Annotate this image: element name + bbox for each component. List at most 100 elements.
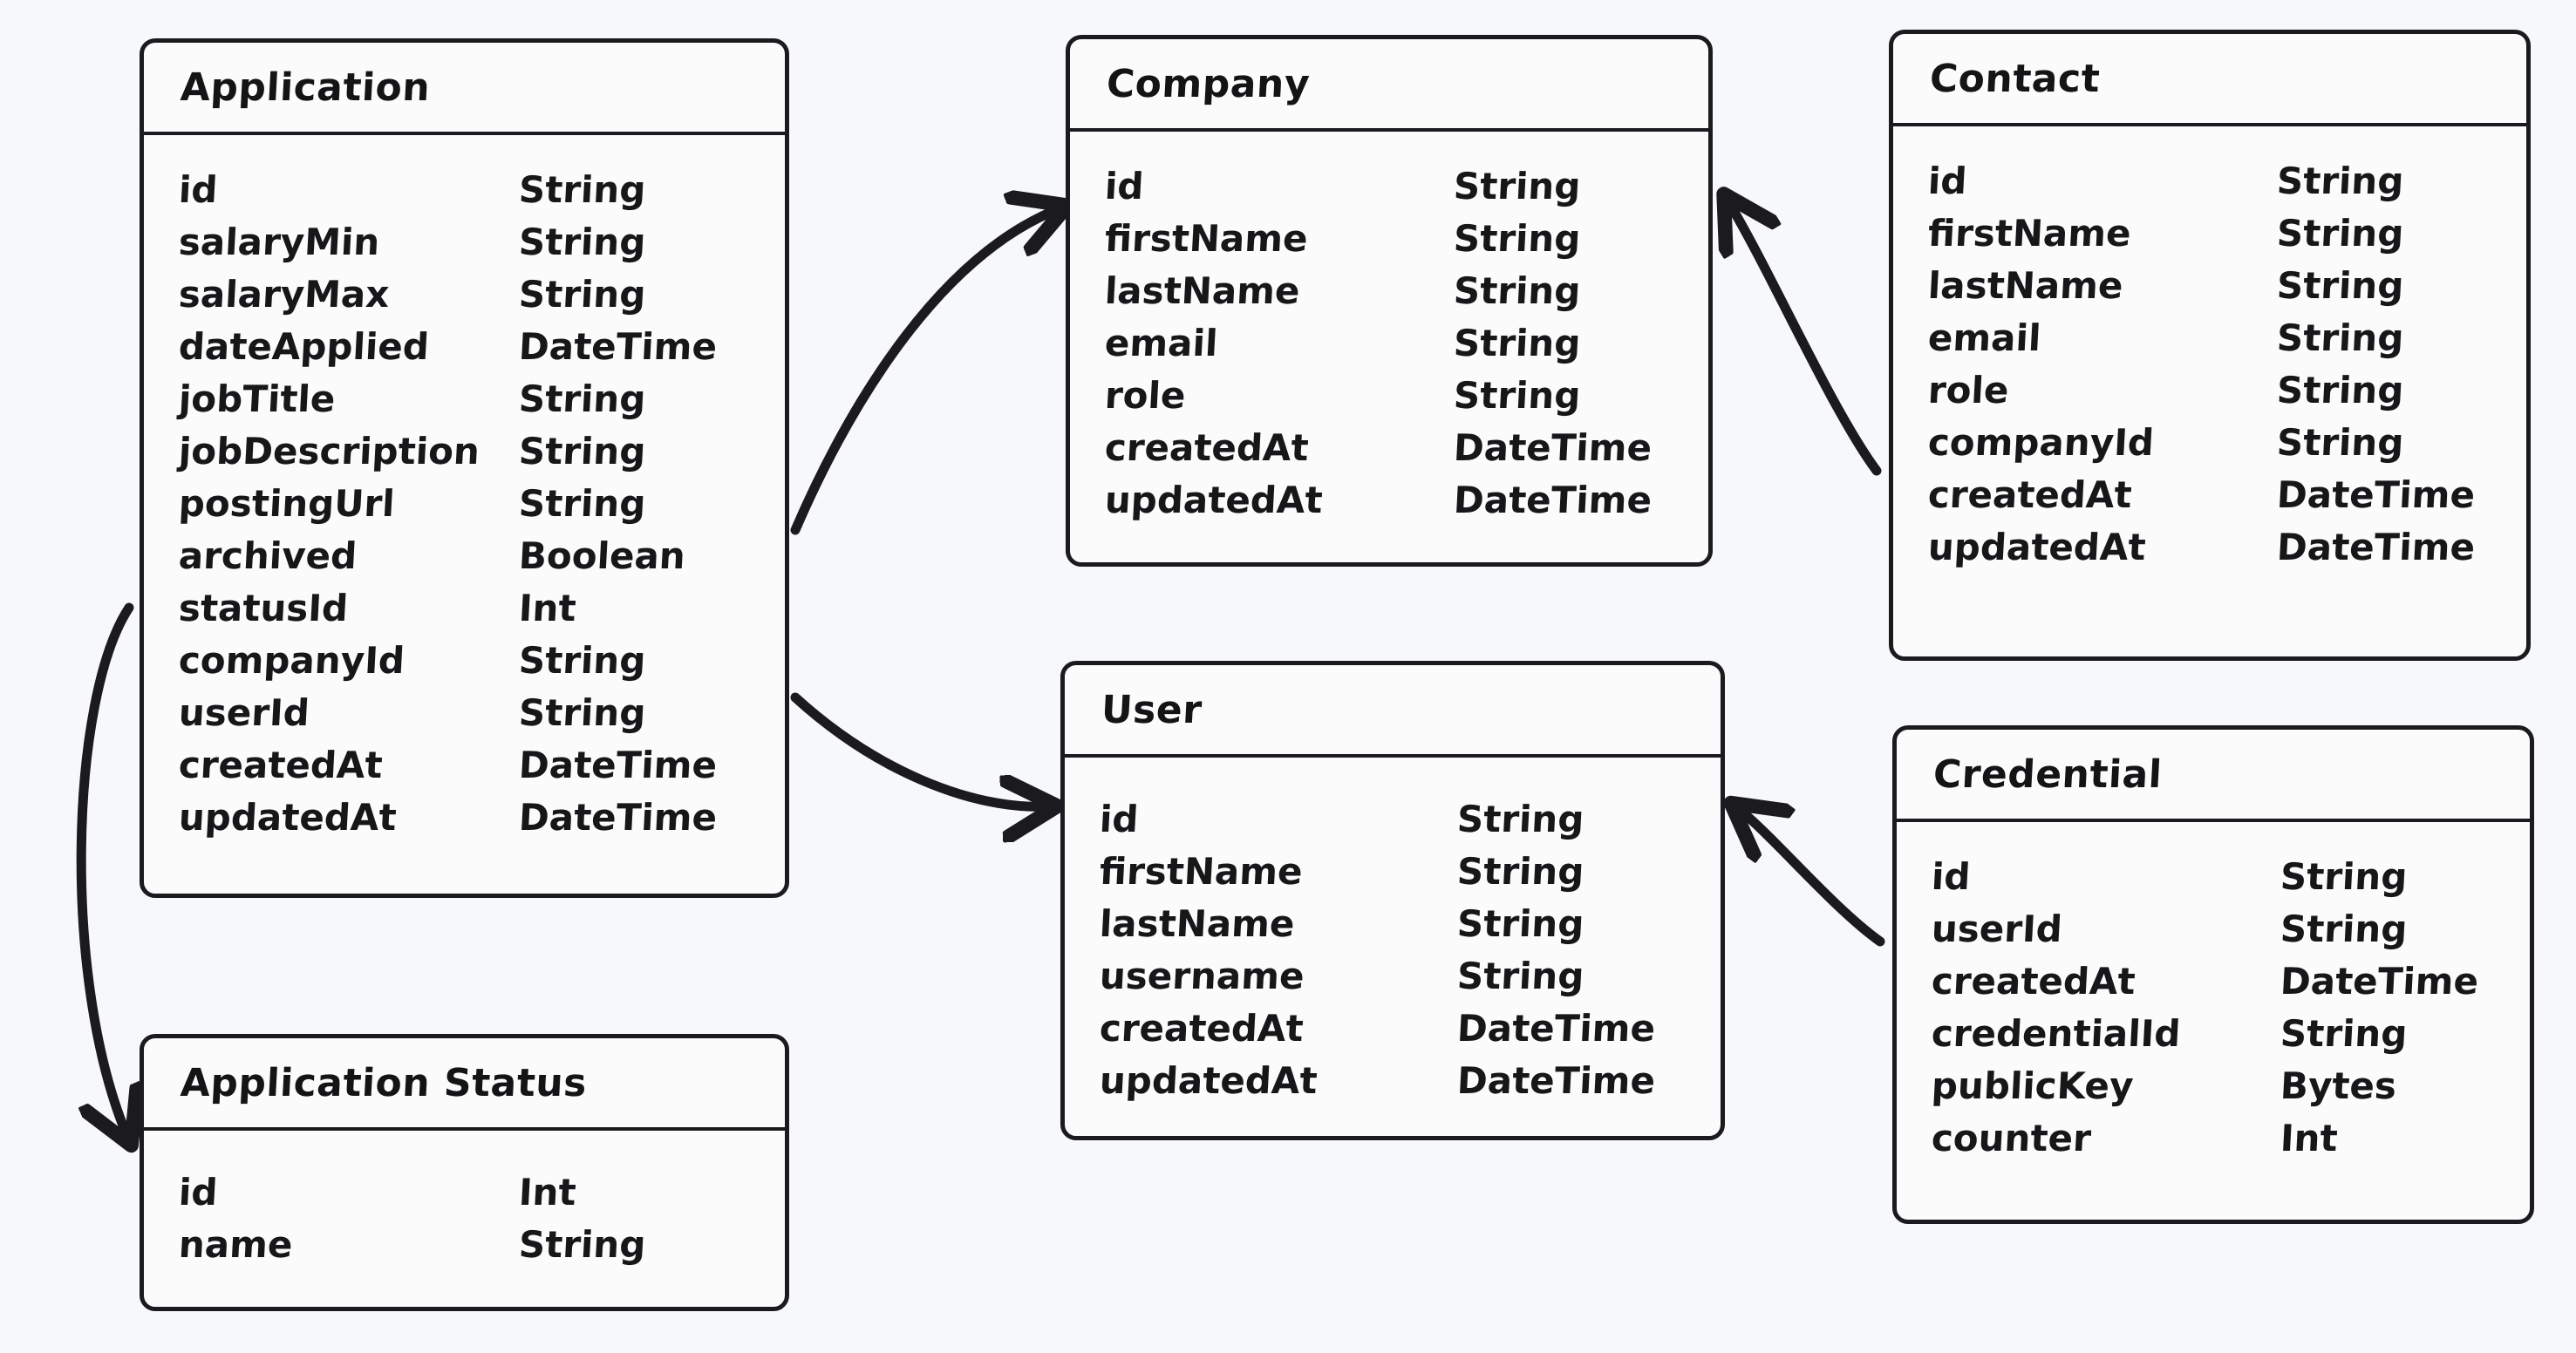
- field-type: String: [517, 221, 647, 263]
- field-type: String: [1455, 902, 1585, 945]
- field-row: id Int: [144, 1171, 785, 1223]
- field-type: String: [1452, 269, 1582, 312]
- field-row: salaryMax String: [144, 273, 785, 325]
- field-type: DateTime: [1455, 1007, 1657, 1050]
- field-row: credentialId String: [1897, 1012, 2530, 1064]
- field-name: publicKey: [1930, 1064, 2135, 1107]
- field-name: salaryMax: [177, 273, 391, 316]
- field-row: userId String: [144, 691, 785, 744]
- field-row: email String: [1070, 322, 1708, 374]
- field-name: postingUrl: [177, 482, 396, 525]
- field-type: String: [517, 430, 647, 473]
- field-name: counter: [1930, 1117, 2093, 1159]
- entity-company-fields: id String firstName String lastName Stri…: [1070, 132, 1708, 557]
- field-row: firstName String: [1893, 212, 2526, 264]
- field-row: id String: [144, 168, 785, 221]
- entity-contact-title: Contact: [1928, 56, 2102, 101]
- field-row: statusId Int: [144, 587, 785, 639]
- field-name: username: [1098, 955, 1305, 997]
- entity-contact-fields: id String firstName String lastName Stri…: [1893, 126, 2526, 604]
- field-name: firstName: [1103, 217, 1309, 260]
- field-type: String: [517, 482, 647, 525]
- field-name: companyId: [1926, 421, 2156, 464]
- field-row: jobTitle String: [144, 377, 785, 430]
- entity-company-header: Company: [1070, 39, 1708, 132]
- field-type: String: [2275, 369, 2405, 411]
- field-name: email: [1103, 322, 1219, 364]
- field-type: String: [1455, 955, 1585, 997]
- field-name: jobTitle: [177, 377, 337, 420]
- field-type: DateTime: [517, 796, 719, 839]
- field-name: firstName: [1098, 850, 1304, 893]
- entity-application-header: Application: [144, 43, 785, 135]
- entity-application-fields: id String salaryMin String salaryMax Str…: [144, 135, 785, 874]
- field-row: id String: [1070, 165, 1708, 217]
- entity-user-header: User: [1065, 665, 1721, 758]
- field-row: firstName String: [1065, 850, 1721, 902]
- field-row: dateApplied DateTime: [144, 325, 785, 377]
- field-row: salaryMin String: [144, 221, 785, 273]
- field-row: email String: [1893, 316, 2526, 369]
- field-row: updatedAt DateTime: [1893, 526, 2526, 578]
- entity-contact[interactable]: Contact id String firstName String lastN…: [1889, 30, 2531, 661]
- field-type: String: [1452, 165, 1582, 207]
- field-name: companyId: [177, 639, 406, 682]
- entity-application[interactable]: Application id String salaryMin String s…: [140, 38, 789, 898]
- field-row: archived Boolean: [144, 534, 785, 587]
- entity-company[interactable]: Company id String firstName String lastN…: [1066, 35, 1713, 567]
- arrow-application-to-user: [790, 692, 1052, 806]
- field-row: firstName String: [1070, 217, 1708, 269]
- entity-user[interactable]: User id String firstName String lastName…: [1060, 661, 1725, 1140]
- field-type: DateTime: [517, 325, 719, 368]
- field-name: jobDescription: [177, 430, 481, 473]
- field-row: id String: [1893, 160, 2526, 212]
- field-row: userId String: [1897, 908, 2530, 960]
- field-type: String: [517, 273, 647, 316]
- field-row: role String: [1070, 374, 1708, 426]
- field-name: email: [1926, 316, 2042, 359]
- entity-user-fields: id String firstName String lastName Stri…: [1065, 758, 1721, 1138]
- field-row: companyId String: [1893, 421, 2526, 473]
- field-row: id String: [1897, 855, 2530, 908]
- field-row: updatedAt DateTime: [1065, 1059, 1721, 1112]
- entity-application-status[interactable]: Application Status id Int name String: [140, 1034, 789, 1311]
- field-type: String: [2275, 264, 2405, 307]
- field-type: Int: [2279, 1117, 2339, 1159]
- field-type: DateTime: [1455, 1059, 1657, 1102]
- field-name: createdAt: [1098, 1007, 1305, 1050]
- field-name: createdAt: [1926, 473, 2133, 516]
- field-name: createdAt: [1930, 960, 2136, 1003]
- field-name: updatedAt: [177, 796, 398, 839]
- field-name: updatedAt: [1103, 479, 1324, 521]
- entity-application-status-header: Application Status: [144, 1038, 785, 1131]
- field-row: username String: [1065, 955, 1721, 1007]
- field-row: postingUrl String: [144, 482, 785, 534]
- field-name: lastName: [1103, 269, 1301, 312]
- field-type: String: [2279, 908, 2409, 950]
- field-type: String: [2279, 1012, 2409, 1055]
- field-name: userId: [1930, 908, 2064, 950]
- entity-credential-title: Credential: [1932, 751, 2164, 797]
- arrow-contact-to-company: [1727, 199, 1882, 476]
- field-row: counter Int: [1897, 1117, 2530, 1169]
- field-name: id: [177, 1171, 219, 1214]
- entity-credential[interactable]: Credential id String userId String creat…: [1892, 725, 2534, 1224]
- field-row: createdAt DateTime: [1893, 473, 2526, 526]
- field-row: createdAt DateTime: [144, 744, 785, 796]
- field-type: String: [517, 168, 647, 211]
- field-row: lastName String: [1893, 264, 2526, 316]
- entity-credential-fields: id String userId String createdAt DateTi…: [1897, 822, 2530, 1195]
- field-type: String: [1452, 217, 1582, 260]
- field-name: lastName: [1926, 264, 2124, 307]
- entity-contact-header: Contact: [1893, 34, 2526, 126]
- field-name: name: [177, 1223, 294, 1266]
- field-type: String: [2279, 855, 2409, 898]
- field-name: id: [1926, 160, 1968, 202]
- arrow-application-to-company: [790, 207, 1062, 535]
- field-row: updatedAt DateTime: [1070, 479, 1708, 531]
- field-type: String: [2275, 212, 2405, 255]
- field-type: DateTime: [2275, 526, 2477, 568]
- field-type: DateTime: [1452, 426, 1653, 469]
- field-type: String: [1452, 374, 1582, 417]
- field-type: String: [2275, 160, 2405, 202]
